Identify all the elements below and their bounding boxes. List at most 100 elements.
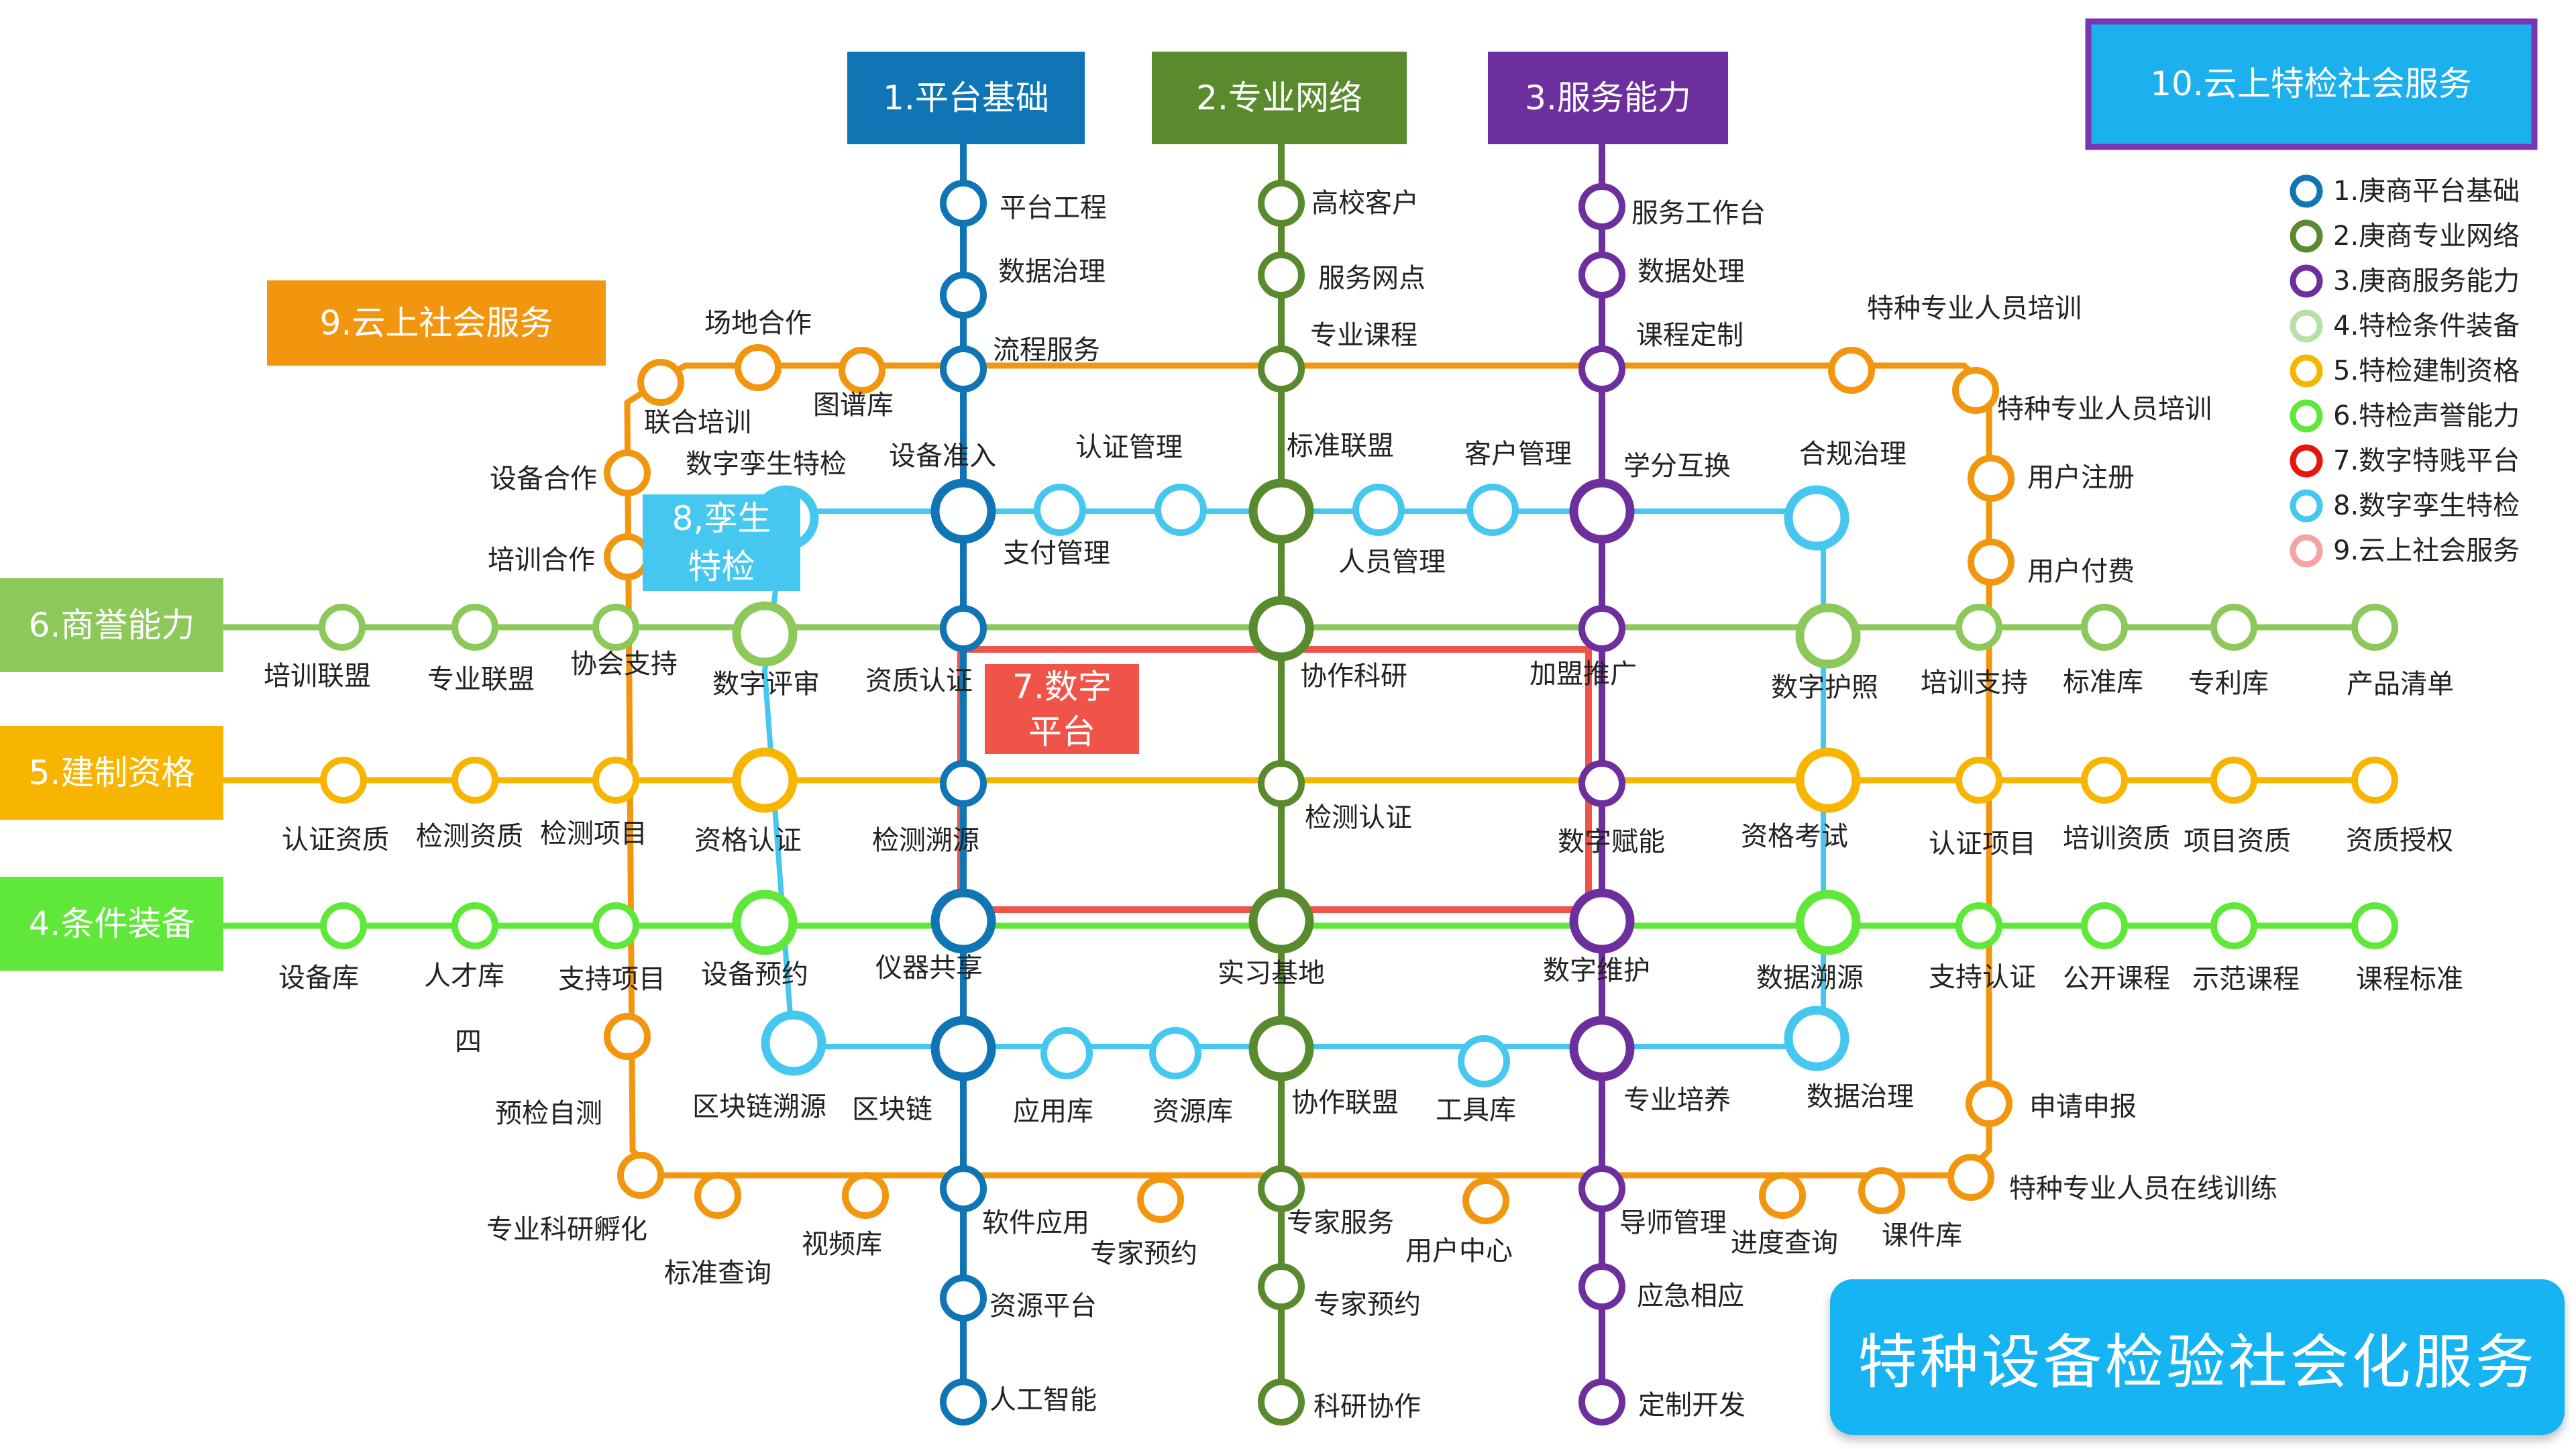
line-8-station bbox=[1784, 1006, 1849, 1071]
line-3-station-label: 数据处理 bbox=[1638, 256, 1745, 287]
line-header-box-label: 5.建制资格 bbox=[29, 753, 195, 792]
line-1-station-label: 仪器共享 bbox=[875, 953, 983, 983]
line-8-station-label: 数据治理 bbox=[1807, 1081, 1914, 1112]
line-header-box-label: 2.专业网络 bbox=[1196, 78, 1362, 117]
line-header-box bbox=[0, 578, 223, 672]
legend-label: 8.数字孪生特检 bbox=[2333, 490, 2520, 521]
line-6-station-label: 数字护照 bbox=[1771, 672, 1878, 703]
line-1-station-label: 检测溯源 bbox=[872, 825, 979, 856]
line-header-box bbox=[985, 710, 1139, 754]
line-9-station bbox=[1966, 1080, 2012, 1127]
title-banner: 特种设备检验社会化服务 bbox=[1830, 1279, 2565, 1435]
line-9-station-label: 特种专业人员培训 bbox=[1867, 293, 2082, 324]
line-9-station-label: 培训合作 bbox=[488, 545, 595, 576]
line-2-station bbox=[1258, 345, 1305, 392]
legend-swatch bbox=[2290, 444, 2323, 478]
line-2-station-label: 科研协作 bbox=[1313, 1391, 1421, 1422]
line-6-station-label: 培训联盟 bbox=[264, 661, 371, 692]
line-9-station-label: 专业科研孵化 bbox=[486, 1214, 647, 1245]
line-8-station bbox=[1149, 1027, 1201, 1079]
line-9-station bbox=[839, 347, 885, 394]
line-3-station-label: 服务工作台 bbox=[1631, 198, 1766, 229]
line-9-station-label: 课件库 bbox=[1882, 1220, 1962, 1251]
line-1-station-label: 设备准入 bbox=[889, 441, 996, 472]
line-3-station bbox=[1578, 252, 1625, 299]
line-9-station bbox=[1858, 1167, 1905, 1214]
line-1-station bbox=[940, 605, 987, 652]
line-3-station bbox=[1578, 1165, 1625, 1212]
line-9-station-label: 用户中心 bbox=[1405, 1236, 1513, 1267]
line-3-station bbox=[1578, 183, 1625, 230]
line-9-station bbox=[1137, 1176, 1184, 1223]
legend-swatch bbox=[2290, 534, 2323, 568]
line-9-station-label: 特种专业人员在线训练 bbox=[2009, 1173, 2277, 1204]
line-9-station bbox=[604, 533, 651, 580]
line-2-station-label: 服务网点 bbox=[1318, 263, 1426, 294]
line-5-station-label: 认证项目 bbox=[1929, 828, 2036, 859]
line-8-station-label: 工具库 bbox=[1436, 1095, 1516, 1126]
line-2-station-label: 实习基地 bbox=[1218, 958, 1325, 989]
line-9-station bbox=[617, 1152, 664, 1199]
line-9-station-label: 场地合作 bbox=[704, 308, 812, 339]
line-5-station bbox=[451, 757, 498, 804]
legend-label: 5.特检建制资格 bbox=[2333, 356, 2520, 386]
line-5-station-label: 检测项目 bbox=[540, 818, 647, 849]
line-8-station bbox=[1352, 484, 1405, 536]
line-3-station-label: 加盟推广 bbox=[1529, 659, 1637, 690]
line-8-station bbox=[1466, 484, 1519, 536]
line-4-station bbox=[1955, 902, 2002, 949]
line-8-station bbox=[1458, 1035, 1510, 1087]
line-6-station-label: 产品清单 bbox=[2347, 669, 2454, 700]
legend-swatch bbox=[2290, 354, 2323, 388]
legend-label: 9.云上社会服务 bbox=[2333, 535, 2520, 566]
line-header-box bbox=[1152, 52, 1407, 144]
line-3-station bbox=[1578, 345, 1625, 392]
line-10-header-box-label: 10.云上特检社会服务 bbox=[2150, 64, 2472, 103]
line-header-box-label: 7.数字 bbox=[1012, 667, 1112, 706]
line-6-station bbox=[319, 604, 366, 651]
line-2-station bbox=[1258, 252, 1305, 299]
line-2-station-label: 高校客户 bbox=[1311, 188, 1419, 219]
line-1-station bbox=[940, 272, 987, 319]
line-2-station bbox=[1258, 760, 1305, 807]
line-1-station bbox=[940, 345, 987, 392]
line-6-station-label: 专利库 bbox=[2188, 668, 2269, 699]
line-6-station-label: 培训支持 bbox=[1921, 667, 2028, 698]
metro-stations bbox=[319, 180, 2398, 1426]
legend-swatch bbox=[2290, 174, 2323, 208]
line-2-station bbox=[1258, 1165, 1305, 1212]
line-2-station-label: 专家服务 bbox=[1287, 1208, 1394, 1238]
line-8-station bbox=[1040, 1027, 1093, 1079]
line-4-station bbox=[2081, 902, 2128, 949]
line-5-station bbox=[2210, 757, 2257, 804]
line-header-box-label: 3.服务能力 bbox=[1525, 78, 1691, 117]
line-1-station-label: 资源平台 bbox=[989, 1291, 1097, 1322]
line-4-station bbox=[2351, 902, 2398, 949]
line-1-station bbox=[940, 1275, 987, 1322]
line-2-station-label: 协作科研 bbox=[1300, 661, 1407, 692]
line-5-station-label: 资格认证 bbox=[694, 825, 802, 856]
line-9-station bbox=[1968, 455, 2015, 502]
line-header-box bbox=[267, 280, 606, 366]
line-6-station-label: 数字评审 bbox=[712, 669, 820, 700]
legend-label: 4.特检条件装备 bbox=[2333, 311, 2520, 341]
line-1-station-label: 流程服务 bbox=[993, 335, 1100, 366]
line-3-station-label: 数字赋能 bbox=[1558, 826, 1665, 857]
line-5-station-label: 检测资质 bbox=[416, 821, 523, 852]
line-5-station bbox=[732, 747, 798, 813]
line-1-station bbox=[940, 1165, 987, 1212]
line-9-station-label: 标准查询 bbox=[664, 1258, 771, 1289]
line-2-station-label: 协作联盟 bbox=[1291, 1087, 1399, 1118]
line-1-station-label: 平台工程 bbox=[1000, 193, 1107, 223]
line-1-station-label: 软件应用 bbox=[982, 1208, 1089, 1238]
line-9-station-label: 进度查询 bbox=[1731, 1228, 1838, 1258]
line-header-box-label: 1.平台基础 bbox=[883, 78, 1049, 117]
line-3-station-label: 定制开发 bbox=[1638, 1390, 1746, 1421]
line-5-station-label: 资格考试 bbox=[1741, 821, 1848, 852]
line-header-box bbox=[0, 877, 223, 971]
line-8-station-label: 人员管理 bbox=[1338, 547, 1446, 578]
line-4-station bbox=[1795, 890, 1861, 955]
line-2-station bbox=[1248, 596, 1314, 661]
line-6-station-label: 协会支持 bbox=[570, 649, 678, 680]
